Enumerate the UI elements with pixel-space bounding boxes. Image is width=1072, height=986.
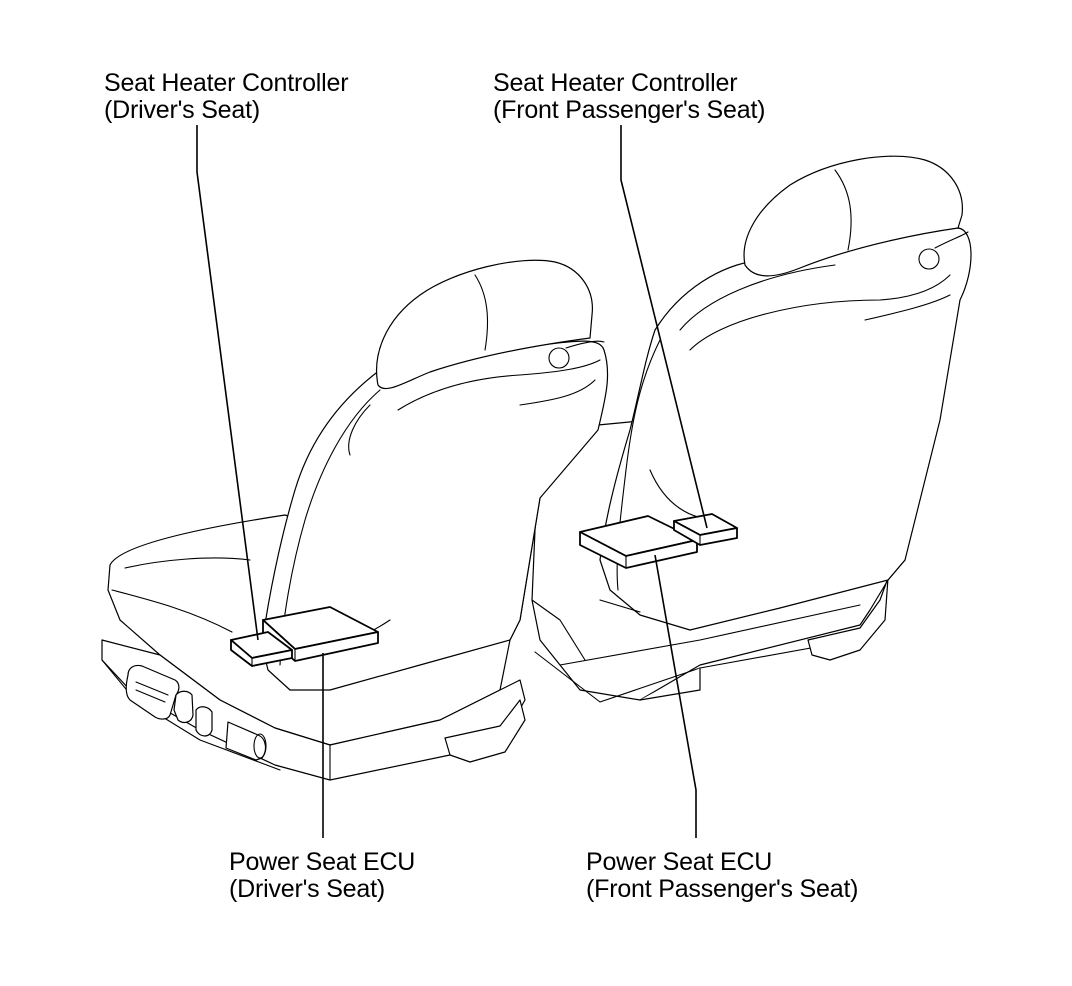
passenger-seat-rear-foot (807, 577, 889, 661)
passenger-seatback (599, 227, 972, 631)
leader-heater-driver (196, 125, 259, 641)
label-power-seat-ecu-driver: Power Seat ECU (Driver's Seat) (229, 849, 415, 903)
passenger-headrest (743, 155, 963, 277)
label-line2: (Front Passenger's Seat) (586, 875, 859, 903)
heater-passenger-box (673, 513, 738, 546)
driver-seat-rear-foot (444, 699, 526, 763)
label-line2: (Front Passenger's Seat) (493, 96, 766, 124)
heater-driver-box (230, 631, 293, 667)
label-line1: Seat Heater Controller (493, 69, 738, 97)
label-line2: (Driver's Seat) (104, 96, 260, 124)
driver-seat (101, 259, 609, 781)
label-seat-heater-controller-driver: Seat Heater Controller (Driver's Seat) (104, 69, 349, 124)
label-seat-heater-controller-passenger: Seat Heater Controller (Front Passenger'… (493, 69, 766, 124)
seat-recline-switch (173, 690, 194, 724)
label-line1: Power Seat ECU (229, 848, 416, 876)
label-line1: Power Seat ECU (586, 848, 773, 876)
seat-slide-switch (125, 664, 180, 720)
power-seat-switches (125, 664, 267, 761)
driver-headrest (376, 259, 593, 390)
leader-ecu-passenger (654, 554, 697, 838)
leader-heater-passenger (620, 125, 708, 529)
label-line1: Seat Heater Controller (104, 69, 349, 97)
seat-lumbar-switch (195, 706, 213, 737)
label-line2: (Driver's Seat) (229, 875, 385, 903)
label-power-seat-ecu-passenger: Power Seat ECU (Front Passenger's Seat) (586, 848, 859, 903)
